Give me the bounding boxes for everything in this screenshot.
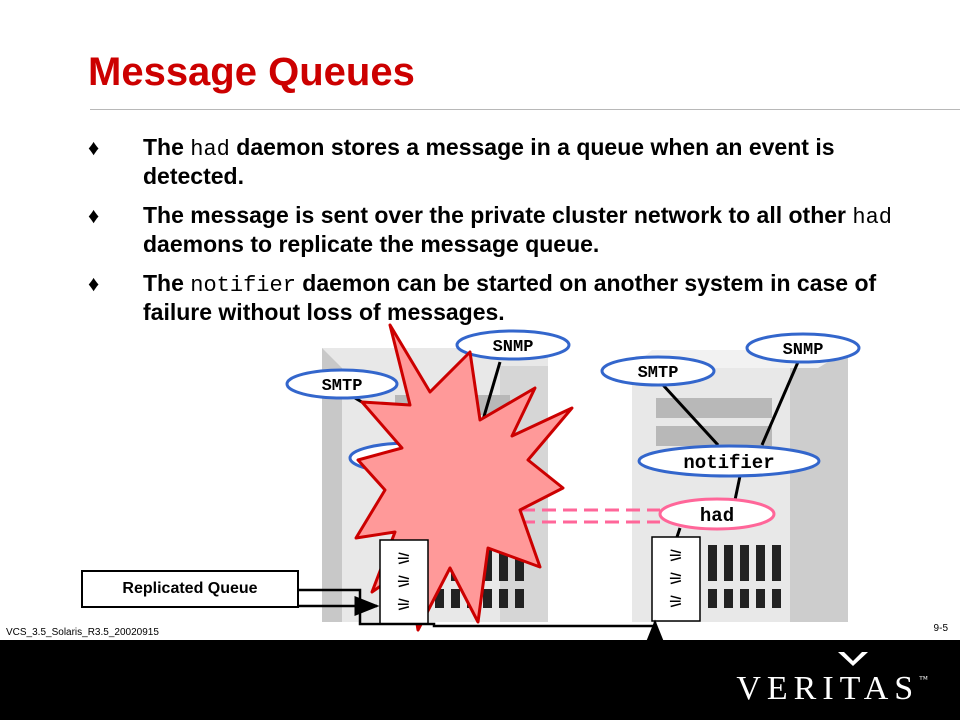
veritas-logo: VERITAS™	[736, 670, 928, 707]
right-message-queue: ⚞ ⚞ ⚞	[651, 536, 701, 622]
queue-message-icon: ⚞	[668, 546, 684, 567]
left-snmp-ellipse: SNMP	[455, 329, 571, 361]
footer-page-number: 9-5	[933, 623, 948, 634]
svg-text:notifier: notifier	[683, 452, 774, 474]
queue-message-icon: ⚞	[396, 549, 412, 570]
bullet-text-pre: The	[143, 270, 191, 296]
bullet-text-pre: The message is sent over the private clu…	[143, 202, 853, 228]
bullet-item: ♦ The message is sent over the private c…	[88, 202, 933, 258]
queue-message-icon: ⚞	[668, 569, 684, 590]
bullet-text-post: daemon stores a message in a queue when …	[143, 134, 835, 189]
veritas-logo-mark-icon	[838, 652, 868, 666]
diamond-bullet-icon: ♦	[88, 203, 100, 228]
bullet-code: had	[852, 205, 893, 230]
notifier-had-link	[733, 475, 742, 501]
bullet-item: ♦ The had daemon stores a message in a q…	[88, 134, 933, 190]
svg-text:SMTP: SMTP	[638, 364, 679, 383]
svg-text:had: had	[700, 505, 734, 527]
bullet-item: ♦ The notifier daemon can be started on …	[88, 270, 933, 326]
right-snmp-ellipse: SNMP	[745, 332, 861, 364]
slide-title: Message Queues	[88, 50, 415, 94]
bullet-code: notifier	[190, 273, 296, 298]
right-had-ellipse: had	[658, 497, 776, 531]
svg-text:SMTP: SMTP	[322, 377, 363, 396]
svg-text:SNMP: SNMP	[493, 338, 534, 357]
bullet-text-pre: The	[143, 134, 191, 160]
bullet-code: had	[190, 137, 230, 162]
title-divider	[90, 109, 960, 110]
right-notifier-ellipse: notifier	[637, 444, 821, 478]
footer-band	[0, 640, 960, 720]
queue-message-icon: ⚞	[396, 572, 412, 593]
right-smtp-ellipse: SMTP	[600, 355, 716, 387]
bullet-text-post: daemon can be started on another system …	[143, 270, 877, 325]
footer-course-code: VCS_3.5_Solaris_R3.5_20020915	[6, 627, 159, 638]
right-snmp-link	[760, 361, 800, 446]
queue-message-icon: ⚞	[668, 592, 684, 613]
left-smtp-ellipse: SMTP	[285, 368, 399, 400]
bullet-list: ♦ The had daemon stores a message in a q…	[88, 134, 933, 338]
replicated-queue-label: Replicated Queue	[81, 570, 299, 608]
diamond-bullet-icon: ♦	[88, 135, 100, 160]
queue-arrow-right	[299, 588, 665, 645]
bullet-text-post: daemons to replicate the message queue.	[143, 231, 600, 257]
svg-text:SNMP: SNMP	[783, 341, 824, 360]
right-smtp-link	[661, 383, 720, 447]
diamond-bullet-icon: ♦	[88, 271, 100, 296]
queue-message-icon: ⚞	[396, 595, 412, 616]
left-message-queue: ⚞ ⚞ ⚞	[379, 539, 429, 625]
